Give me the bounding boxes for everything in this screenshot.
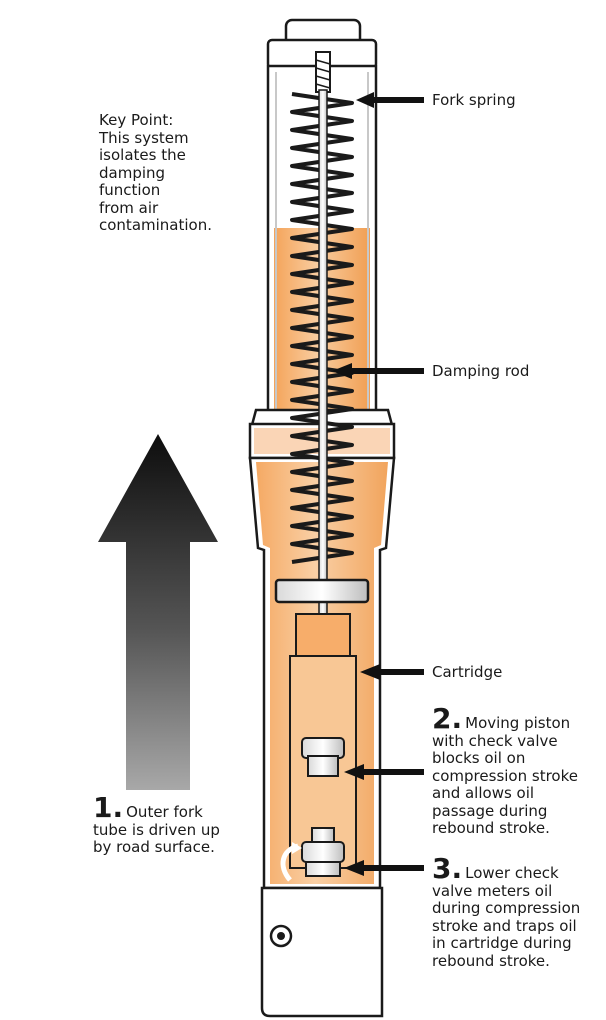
note-line: in cartridge during — [432, 934, 572, 952]
note-line: by road surface. — [93, 838, 215, 856]
damping-rod-label: Damping rod — [432, 362, 530, 380]
key-point-line: function — [99, 181, 161, 199]
cartridge-label: Cartridge — [432, 663, 503, 681]
key-point-line: contamination. — [99, 216, 212, 234]
note-1: 1.Outer fork tube is driven up by road s… — [93, 794, 220, 857]
note-3: 3.Lower check valve meters oil during co… — [432, 855, 581, 970]
note-line: with check valve — [432, 731, 558, 750]
note-number: 3. — [432, 852, 463, 885]
note-line: valve meters oil — [432, 881, 553, 900]
note-line: Moving piston — [465, 714, 571, 732]
spring-seat — [274, 578, 370, 604]
note-line: stroke and traps oil — [432, 916, 577, 935]
key-point-line: Key Point: — [99, 111, 174, 129]
cartridge-head — [295, 613, 351, 657]
upward-motion-arrow — [98, 434, 218, 790]
note-2: 2.Moving piston with check valve blocks … — [432, 705, 578, 838]
note-line: during compression — [432, 899, 581, 917]
moving-piston-valve — [301, 737, 345, 777]
note-number: 2. — [432, 702, 463, 735]
note-line: rebound stroke. — [432, 951, 550, 970]
lower-check-valve — [280, 827, 345, 882]
fork-spring-coils — [290, 92, 354, 564]
note-line: Lower check — [465, 864, 559, 882]
fork-spring-label: Fork spring — [432, 91, 516, 109]
note-number: 1. — [93, 791, 124, 824]
note-line: tube is driven up — [93, 820, 220, 839]
note-line: blocks oil on — [432, 749, 526, 767]
fork-spring-pointer — [356, 92, 424, 108]
check-valve-pointer — [344, 860, 424, 876]
piston-pointer — [344, 764, 424, 780]
key-point-line: from air — [99, 198, 159, 217]
cartridge-pointer — [360, 664, 424, 680]
note-line: Outer fork — [126, 803, 203, 821]
note-line: compression stroke — [432, 766, 578, 785]
note-line: and allows oil — [432, 784, 535, 802]
key-point-line: damping — [99, 163, 166, 182]
key-point-line: isolates the — [99, 146, 186, 164]
damping-rod-pointer — [332, 363, 424, 379]
key-point-line: This system — [99, 128, 189, 147]
note-line: passage during — [432, 801, 548, 820]
key-point-text: Key Point: This system isolates the damp… — [99, 111, 212, 235]
note-line: rebound stroke. — [432, 819, 550, 837]
fork-axle-lug — [260, 886, 384, 1018]
